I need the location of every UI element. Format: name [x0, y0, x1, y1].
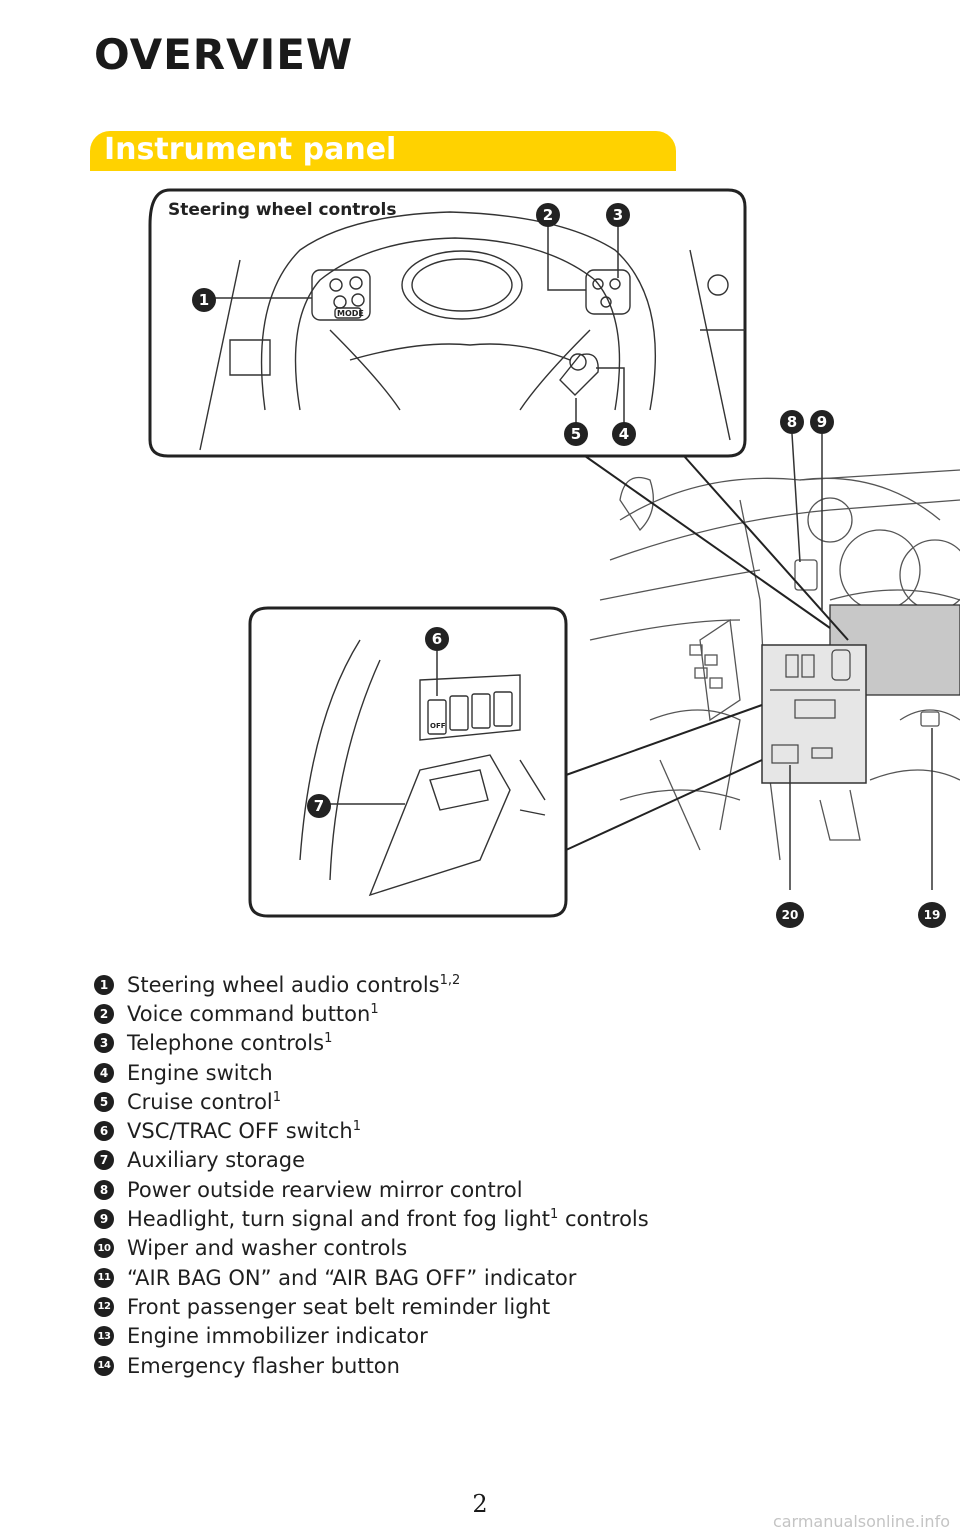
- page-number: 2: [472, 1490, 488, 1518]
- legend-text: Engine immobilizer indicator: [127, 1324, 428, 1349]
- legend-text: Wiper and washer controls: [127, 1236, 408, 1261]
- legend-number: 4: [94, 1062, 114, 1083]
- callout-19: 19: [918, 902, 946, 928]
- legend-number: 14: [94, 1355, 114, 1376]
- watermark-link[interactable]: carmanualsonline.info: [772, 1512, 950, 1531]
- legend-number: 7: [94, 1150, 114, 1171]
- legend-text: Emergency flasher button: [127, 1353, 400, 1378]
- legend-item: 1 Steering wheel audio controls1,2: [94, 970, 914, 999]
- legend-number: 2: [94, 1003, 114, 1024]
- legend-item: 11 “AIR BAG ON” and “AIR BAG OFF” indica…: [94, 1263, 914, 1292]
- legend-item: 12 Front passenger seat belt reminder li…: [94, 1292, 914, 1321]
- legend-number: 11: [94, 1267, 114, 1288]
- callout-7: 7: [307, 794, 331, 818]
- legend-text: “AIR BAG ON” and “AIR BAG OFF” indicator: [127, 1265, 577, 1290]
- legend-text: Auxiliary storage: [127, 1148, 305, 1173]
- legend-text: Telephone controls: [127, 1031, 325, 1056]
- legend-item: 8 Power outside rearview mirror control: [94, 1175, 914, 1204]
- callout-9: 9: [810, 410, 834, 434]
- page-title: OVERVIEW: [94, 30, 354, 79]
- callout-4: 4: [612, 422, 636, 446]
- legend-footnote: 1: [352, 1119, 362, 1135]
- legend-text: Cruise control: [127, 1089, 273, 1114]
- lower-inset-frame: [248, 606, 568, 918]
- legend-item: 5 Cruise control1: [94, 1087, 914, 1116]
- legend-footnote: 1,2: [439, 972, 461, 988]
- legend-text: VSC/TRAC OFF switch: [127, 1119, 353, 1144]
- legend-number: 8: [94, 1179, 114, 1200]
- switch-panel-drawing: [299, 639, 546, 897]
- legend-text: Voice command button: [127, 1001, 371, 1026]
- legend-number: 6: [94, 1121, 114, 1142]
- callout-2: 2: [536, 203, 560, 227]
- legend-text: Front passenger seat belt reminder light: [127, 1294, 551, 1319]
- callout-8: 8: [780, 410, 804, 434]
- legend-item: 9 Headlight, turn signal and front fog l…: [94, 1204, 914, 1233]
- section-banner: Instrument panel: [90, 131, 676, 171]
- legend-text: Power outside rearview mirror control: [127, 1177, 523, 1202]
- section-title: Instrument panel: [104, 132, 397, 167]
- steering-inset-frame: [148, 188, 747, 458]
- legend-text: Headlight, turn signal and front fog lig…: [127, 1207, 550, 1232]
- legend-number: 5: [94, 1091, 114, 1112]
- steering-inset-label: Steering wheel controls: [168, 200, 397, 220]
- legend-footnote: 1: [550, 1207, 559, 1223]
- controls-legend: 1 Steering wheel audio controls1,2 2 Voi…: [94, 970, 914, 1380]
- instrument-panel-illustration: [148, 188, 960, 918]
- off-label: OFF: [430, 722, 446, 730]
- legend-item: 14 Emergency flasher button: [94, 1351, 914, 1380]
- legend-item: 2 Voice command button1: [94, 999, 914, 1028]
- callout-5: 5: [564, 422, 588, 446]
- legend-item: 13 Engine immobilizer indicator: [94, 1322, 914, 1351]
- legend-text: Engine switch: [127, 1060, 273, 1085]
- callout-1: 1: [192, 288, 216, 312]
- mode-button-label: MODE: [337, 309, 364, 318]
- legend-number: 12: [94, 1296, 114, 1317]
- legend-item: 6 VSC/TRAC OFF switch1: [94, 1116, 914, 1145]
- legend-item: 7 Auxiliary storage: [94, 1146, 914, 1175]
- legend-item: 3 Telephone controls1: [94, 1029, 914, 1058]
- legend-number: 10: [94, 1238, 114, 1259]
- legend-number: 1: [94, 974, 114, 995]
- legend-number: 13: [94, 1326, 114, 1347]
- legend-item: 4 Engine switch: [94, 1058, 914, 1087]
- legend-number: 9: [94, 1209, 114, 1230]
- legend-footnote: 1: [272, 1089, 282, 1105]
- legend-footnote: 1: [324, 1031, 333, 1047]
- legend-footnote: 1: [370, 1001, 379, 1017]
- legend-number: 3: [94, 1033, 114, 1054]
- callout-3: 3: [606, 203, 630, 227]
- legend-item: 10 Wiper and washer controls: [94, 1234, 914, 1263]
- steering-wheel-drawing: [199, 211, 745, 451]
- callout-6: 6: [425, 627, 449, 651]
- callout-20: 20: [776, 902, 804, 928]
- legend-text: Steering wheel audio controls: [127, 972, 440, 997]
